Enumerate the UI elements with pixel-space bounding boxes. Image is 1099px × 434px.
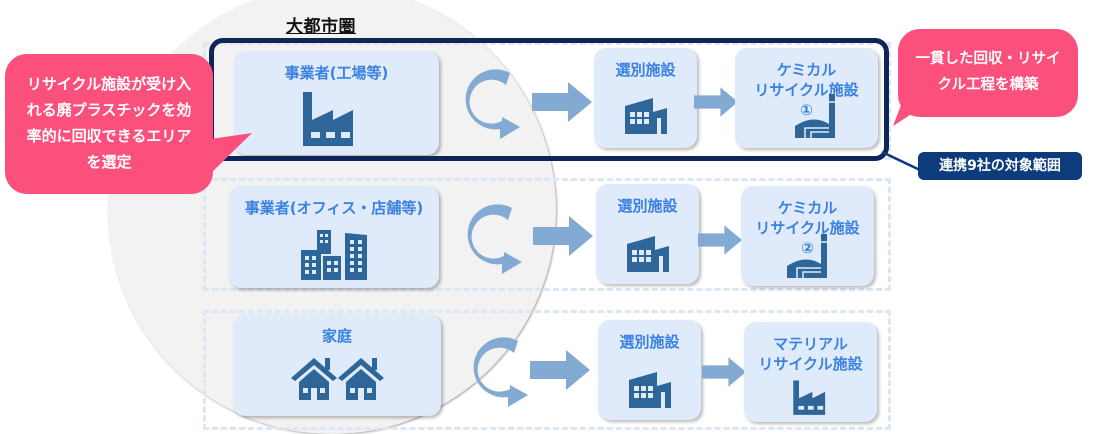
source-label: 家庭 bbox=[321, 327, 352, 345]
right-callout-line-1: 一貫した回収・リサイ bbox=[915, 51, 1061, 67]
row-frame-2 bbox=[203, 178, 891, 291]
flow-arrow-2a bbox=[533, 216, 593, 256]
sorting-card-1: 選別施設 bbox=[594, 48, 697, 148]
sorting-label: 選別施設 bbox=[615, 61, 676, 79]
region-title: 大都市圏 bbox=[286, 17, 356, 37]
recycler-line-2: リサイクル施設 bbox=[758, 355, 863, 373]
source-label: 事業者(工場等) bbox=[284, 64, 389, 82]
factory-icon bbox=[793, 380, 826, 415]
scope-tag-connector bbox=[881, 150, 921, 172]
flow-arrow-3b bbox=[702, 357, 746, 387]
left-callout-line-4: を選定 bbox=[86, 153, 132, 171]
recycler-line-1: ケミカル bbox=[777, 199, 838, 217]
recycler-card-2: ケミカル リサイクル施設 ② bbox=[741, 186, 874, 286]
sorting-label: 選別施設 bbox=[617, 197, 678, 215]
recycler-line-1: マテリアル bbox=[773, 335, 848, 353]
right-callout: 一貫した回収・リサイ クル工程を構築 bbox=[898, 29, 1078, 117]
sorting-card-3: 選別施設 bbox=[598, 320, 701, 420]
recycler-line-2: リサイクル施設 bbox=[755, 219, 860, 237]
chemical-plant-icon bbox=[795, 94, 835, 138]
right-callout-line-2: クル工程を構築 bbox=[937, 77, 1039, 93]
recycler-line-1: ケミカル bbox=[776, 61, 837, 79]
flow-arrow-1b bbox=[694, 87, 738, 117]
sorting-building-icon bbox=[625, 98, 667, 134]
recycler-line-3: ② bbox=[801, 239, 814, 257]
recycler-card-1: ケミカル リサイクル施設 ① bbox=[735, 48, 878, 148]
scope-tag: 連携9社の対象範囲 bbox=[918, 152, 1082, 180]
sorting-card-2: 選別施設 bbox=[596, 184, 699, 284]
left-callout-line-1: リサイクル施設が受け入 bbox=[26, 75, 192, 93]
sorting-label: 選別施設 bbox=[619, 333, 680, 351]
chemical-plant-icon bbox=[787, 234, 827, 278]
recycler-line-3: ① bbox=[800, 101, 813, 119]
sorting-building-icon bbox=[627, 236, 669, 272]
partner-scope-frame bbox=[209, 38, 889, 161]
collection-cycle-icon-2 bbox=[467, 204, 522, 274]
sorting-building-icon bbox=[629, 372, 671, 408]
flow-arrow-3a bbox=[530, 350, 590, 390]
houses-icon bbox=[291, 358, 384, 400]
source-label: 事業者(オフィス・店舗等) bbox=[244, 199, 424, 217]
row-frame-3 bbox=[203, 310, 891, 430]
source-card-office: 事業者(オフィス・店舗等) bbox=[229, 186, 439, 288]
flow-arrow-1a bbox=[532, 82, 592, 122]
collection-cycle-icon-1 bbox=[465, 69, 520, 139]
recycler-card-3: マテリアル リサイクル施設 bbox=[744, 322, 877, 422]
source-card-factory: 事業者(工場等) bbox=[234, 51, 439, 155]
left-callout: リサイクル施設が受け入 れる廃プラスチックを効 率的に回収できるエリア を選定 bbox=[5, 54, 213, 194]
office-buildings-icon bbox=[301, 230, 367, 280]
factory-icon bbox=[303, 92, 353, 146]
left-callout-line-3: 率的に回収できるエリア bbox=[26, 127, 192, 145]
collection-cycle-icon-3 bbox=[473, 337, 528, 407]
source-card-household: 家庭 bbox=[233, 314, 441, 416]
flow-arrow-2b bbox=[698, 225, 742, 255]
left-callout-line-2: れる廃プラスチックを効 bbox=[26, 101, 192, 119]
